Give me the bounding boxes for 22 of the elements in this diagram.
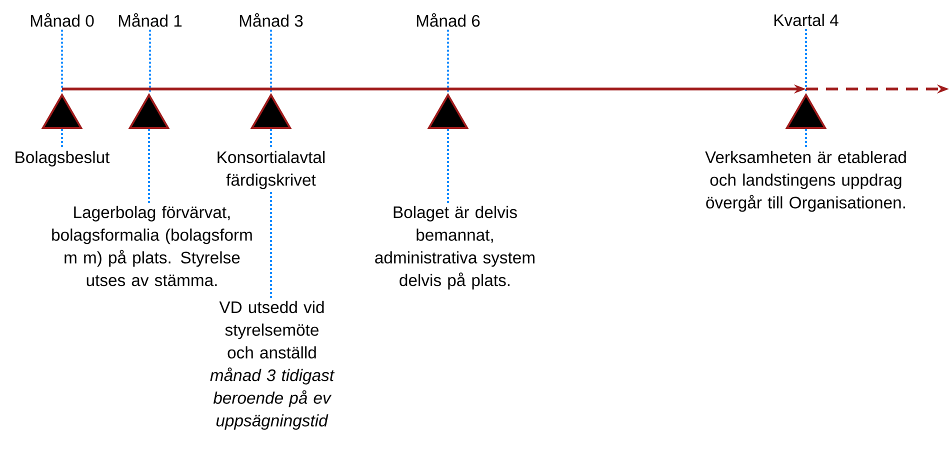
leader-line xyxy=(805,29,807,93)
leader-line xyxy=(149,30,151,93)
leader-line xyxy=(447,129,449,203)
leader-line xyxy=(270,129,272,148)
month-label: Månad 1 xyxy=(118,13,182,27)
month-label: Månad 6 xyxy=(416,13,480,27)
milestone-text: Verksamheten är etablerad och landstingens uppdrag övergår till Organisationen. xyxy=(705,150,906,212)
milestone-text: Bolagsbeslut xyxy=(16,150,110,166)
leader-line xyxy=(270,192,272,298)
leader-line xyxy=(61,129,64,148)
month-label: Månad 0 xyxy=(30,13,94,27)
month-label: Månad 3 xyxy=(240,13,303,27)
leader-line xyxy=(270,30,272,93)
milestone-text: Lagerbolag förvärvat, bolagsformalia (bolagsform m m) på plats. Styrelse utses av stämma. xyxy=(52,206,252,286)
milestone-text: Konsortialavtal färdigskrivet xyxy=(218,150,325,190)
milestone-text: VD utsedd vid styrelsemöte och anställd månad 3 tidigast beroende på ev uppsägningstid xyxy=(210,300,335,430)
leader-line xyxy=(447,30,449,93)
milestone-text: Bolaget är delvis bemannat, administrativa system delvis på plats. xyxy=(375,206,534,290)
leader-line xyxy=(148,129,150,203)
leader-line xyxy=(61,30,64,93)
month-label: Kvartal 4 xyxy=(774,14,838,26)
leader-line xyxy=(805,129,807,148)
